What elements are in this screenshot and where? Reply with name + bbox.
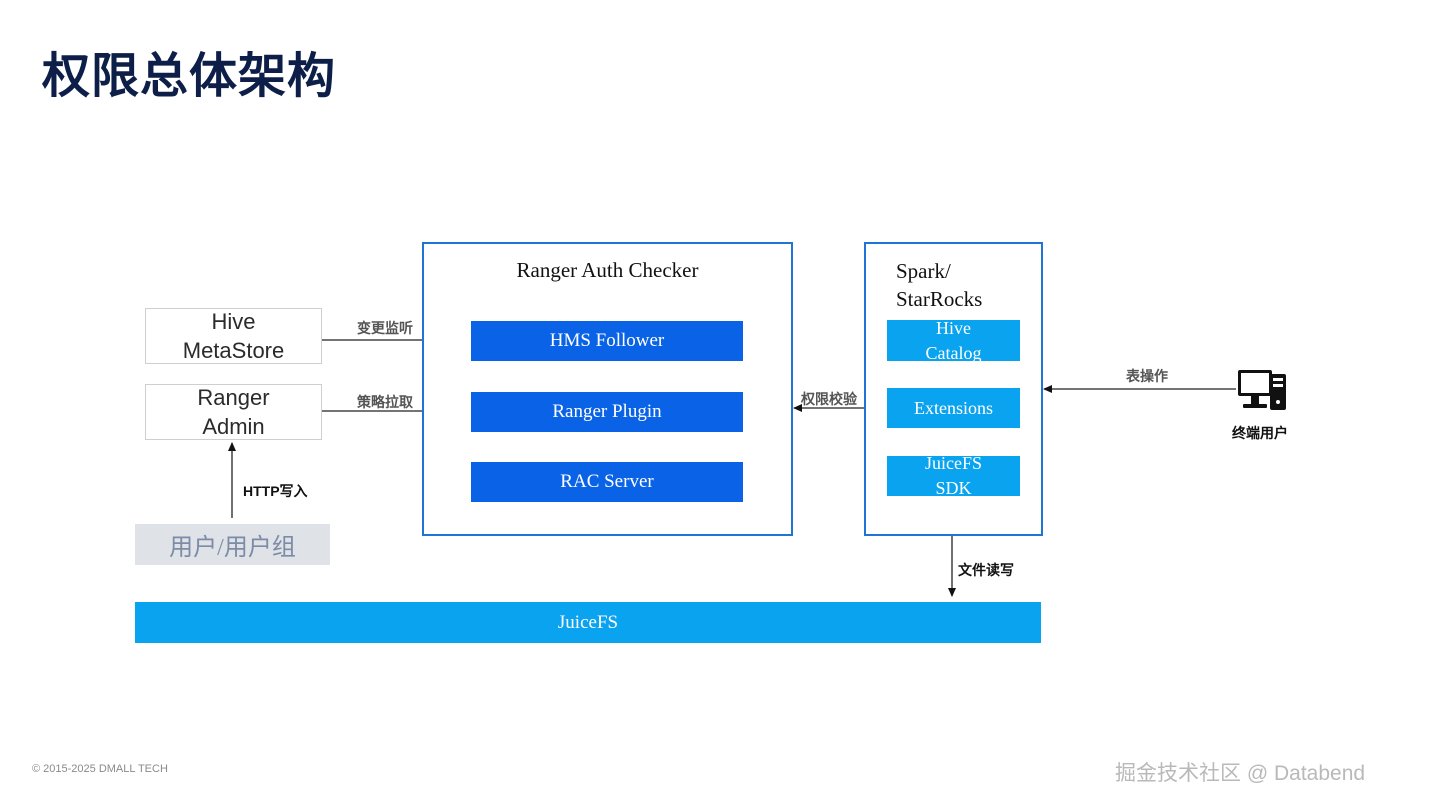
ranger-admin-label-1: Ranger: [197, 385, 270, 410]
desktop-computer-icon: [1237, 368, 1287, 414]
spark-starrocks-title-line1: Spark/: [896, 259, 951, 283]
edge-label-auth-check: 权限校验: [801, 391, 857, 407]
footer-copyright: © 2015-2025 DMALL TECH: [32, 763, 168, 775]
edge-label-policy-pull: 策略拉取: [357, 394, 413, 410]
end-user-label: 终端用户: [1232, 425, 1288, 441]
footer-watermark: 掘金技术社区 @ Databend: [1115, 762, 1366, 785]
edge-label-file-rw: 文件读写: [958, 562, 1014, 578]
spark-starrocks-title-line2: StarRocks: [896, 287, 983, 311]
hive-metastore-label-1: Hive: [211, 309, 256, 334]
extensions-component: Extensions: [887, 388, 1020, 428]
juicefs-sdk-component: JuiceFS SDK: [887, 456, 1020, 496]
juicefs-storage-bar: JuiceFS: [135, 602, 1041, 643]
page-title: 权限总体架构: [42, 48, 337, 104]
rac-server-component: RAC Server: [471, 462, 743, 502]
hms-follower-component: HMS Follower: [471, 321, 743, 361]
edge-label-table-ops: 表操作: [1126, 368, 1168, 384]
hive-catalog-component: Hive Catalog: [887, 320, 1020, 361]
user-group-box: 用户/用户组: [135, 524, 330, 565]
ranger-auth-checker-title: Ranger Auth Checker: [516, 258, 699, 282]
hive-metastore-label-2: MetaStore: [182, 338, 285, 363]
ranger-plugin-component: Ranger Plugin: [471, 392, 743, 432]
edge-label-change-listen: 变更监听: [357, 320, 413, 336]
juicefs-sdk-label: JuiceFS SDK: [924, 456, 982, 496]
spark-starrocks-title: Spark/ StarRocks: [896, 257, 982, 313]
ranger-admin-box: Ranger Admin: [145, 384, 322, 440]
hive-catalog-label: Hive Catalog: [925, 320, 982, 361]
ranger-admin-label-2: Admin: [202, 414, 265, 439]
edge-label-http-write: HTTP写入: [243, 483, 308, 499]
hive-metastore-box: Hive MetaStore: [145, 308, 322, 364]
